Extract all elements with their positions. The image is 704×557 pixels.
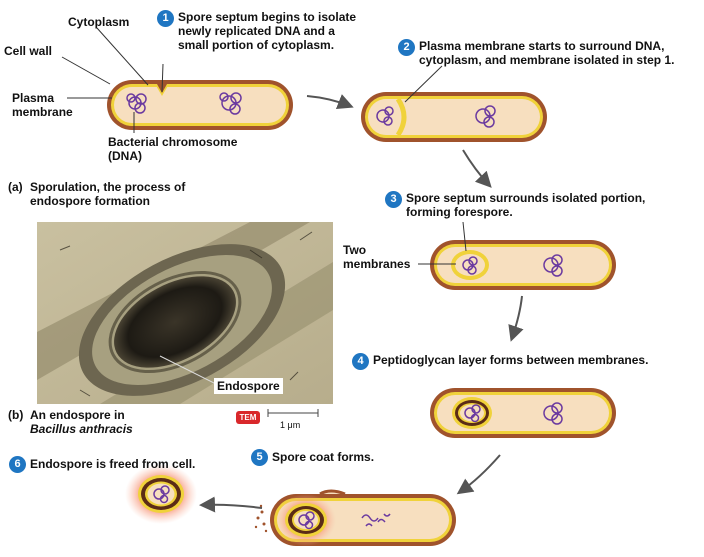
two-membranes-label: Two membranes [343,243,411,271]
process-arrows [199,94,524,513]
step-4-badge: 4 [352,353,369,370]
dna-icon [126,93,147,114]
caption-b-species: Bacillus anthracis [30,422,133,436]
dna-icon [219,92,242,115]
step-5-text: Spore coat forms. [272,450,375,464]
step-6-badge: 6 [9,456,26,473]
caption-a-text: Sporulation, the process of endospore fo… [30,180,186,208]
cell-step-2 [361,65,547,142]
cell-step-4 [430,388,616,438]
caption-b-letter: (b) [8,408,24,422]
endospore-label: Endospore [214,378,283,394]
arrow-icon [456,454,501,495]
tem-badge: TEM [236,411,260,424]
arrow-icon [508,295,524,342]
bacterial-chromosome-label: Bacterial chromosome (DNA) [108,135,238,163]
step-2-badge: 2 [398,39,415,56]
step-3-badge: 3 [385,191,402,208]
caption-a-letter: (a) [8,180,23,194]
step-4-text: Peptidoglycan layer forms between membra… [373,353,649,367]
arrow-icon [306,94,354,109]
step-5-badge: 5 [251,449,268,466]
cell-step-5 [254,489,456,546]
caption-b-text: An endospore in [30,408,125,422]
step-1-text: Spore septum begins to isolate newly rep… [178,10,357,52]
step-2-text: Plasma membrane starts to surround DNA, … [419,39,675,67]
arrow-icon [462,149,492,188]
plasma-membrane-label: Plasma membrane [12,91,73,119]
cell-wall-label: Cell wall [4,44,53,58]
cell-step-1 [107,80,293,130]
step-6-text: Endospore is freed from cell. [30,457,196,471]
scale-bar-label: 1 μm [280,420,301,430]
cell-step-3 [418,221,616,290]
step-3-text: Spore septum surrounds isolated portion,… [406,191,646,219]
tem-micrograph [37,222,333,417]
freed-endospore [125,464,197,524]
step-1-badge: 1 [157,10,174,27]
cytoplasm-label: Cytoplasm [68,15,130,29]
arrow-icon [199,496,263,513]
